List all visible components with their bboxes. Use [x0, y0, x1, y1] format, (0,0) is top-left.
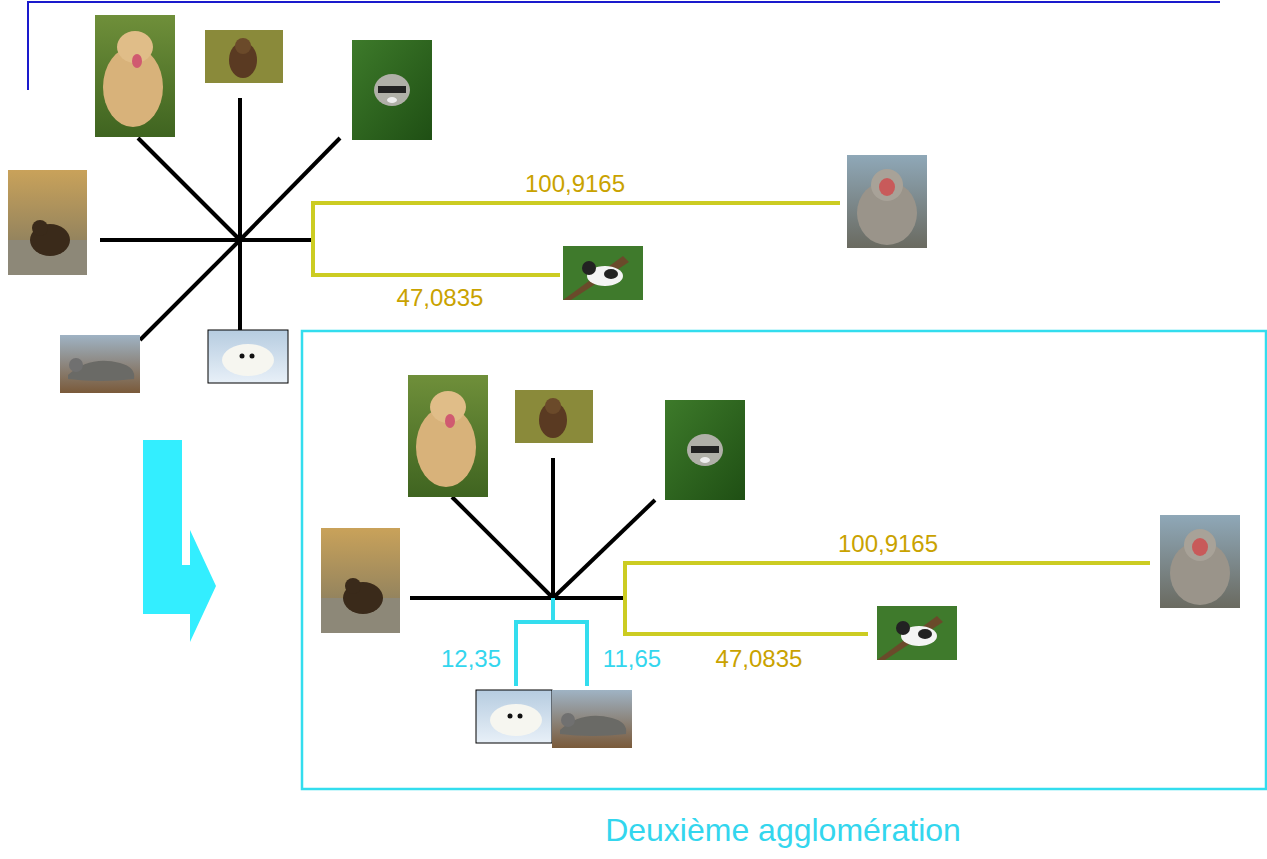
branch-length: 47,0835 [397, 286, 484, 310]
branch-length: 12,35 [441, 647, 501, 671]
branch-length: 100,9165 [525, 172, 625, 196]
caption: Deuxième agglomération [605, 814, 961, 846]
branch-length: 47,0835 [716, 647, 803, 671]
branch-length: 11,65 [603, 647, 661, 671]
branch-length: 100,9165 [838, 532, 938, 556]
